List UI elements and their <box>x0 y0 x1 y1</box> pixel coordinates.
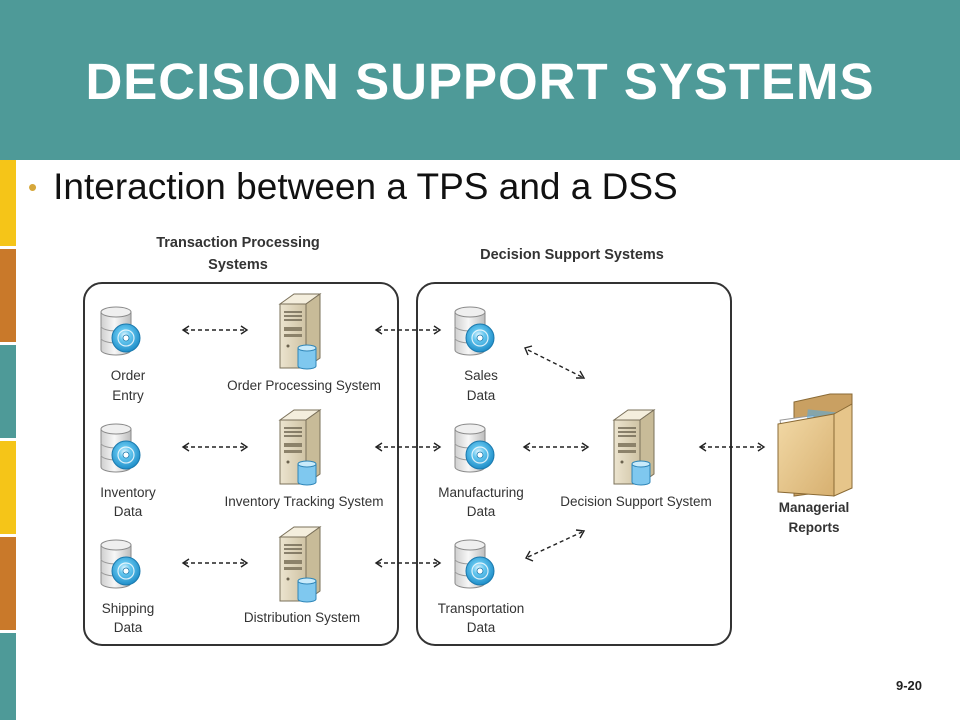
slide-header <box>16 0 960 160</box>
dss-data-label: Data <box>467 388 496 403</box>
dss-data-label: Transportation <box>438 601 525 616</box>
strip-segment <box>0 160 16 246</box>
tps-system-label: Order Processing System <box>227 378 381 393</box>
tps-heading-line1: Transaction Processing <box>156 235 320 251</box>
strip-segment <box>0 345 16 438</box>
bullet-item: • Interaction between a TPS and a DSS <box>28 162 678 212</box>
tps-system-label: Inventory Tracking System <box>224 494 383 509</box>
tps-heading-line2: Systems <box>208 257 268 273</box>
strip-segment <box>0 633 16 720</box>
dss-system-label: Decision Support System <box>560 494 712 509</box>
dss-data-label: Data <box>467 504 496 519</box>
tps-data-label: Data <box>114 620 143 635</box>
tps-data-label: Entry <box>112 388 144 403</box>
strip-segment <box>0 249 16 342</box>
tps-data-label: Order <box>111 368 146 383</box>
bullet-dot-icon: • <box>28 171 38 202</box>
bullet-text: Interaction between a TPS and a DSS <box>53 166 678 207</box>
strip-segment <box>0 537 16 630</box>
tps-system-label: Distribution System <box>244 610 360 625</box>
side-color-strip <box>0 160 16 720</box>
tps-data-label: Inventory <box>100 485 156 500</box>
server-icon <box>279 526 321 603</box>
slide-title: DECISION SUPPORT SYSTEMS <box>85 53 875 110</box>
page-number: 9-20 <box>895 678 922 693</box>
dss-data-label: Data <box>467 620 496 635</box>
header-corner <box>0 0 16 160</box>
server-icon <box>613 409 655 486</box>
tps-data-label: Data <box>114 504 143 519</box>
folder-icon <box>777 393 853 497</box>
reports-label: Managerial <box>779 500 850 515</box>
server-icon <box>279 293 321 370</box>
dss-data-label: Manufacturing <box>438 485 524 500</box>
dss-heading: Decision Support Systems <box>480 247 664 263</box>
diagonal-arrow-icon <box>525 529 586 562</box>
dss-data-label: Sales <box>464 368 498 383</box>
server-icon <box>279 409 321 486</box>
strip-segment <box>0 441 16 534</box>
tps-data-label: Shipping <box>102 601 155 616</box>
dss-container <box>416 282 732 646</box>
reports-label: Reports <box>788 520 839 535</box>
diagonal-arrow-icon <box>524 345 586 379</box>
